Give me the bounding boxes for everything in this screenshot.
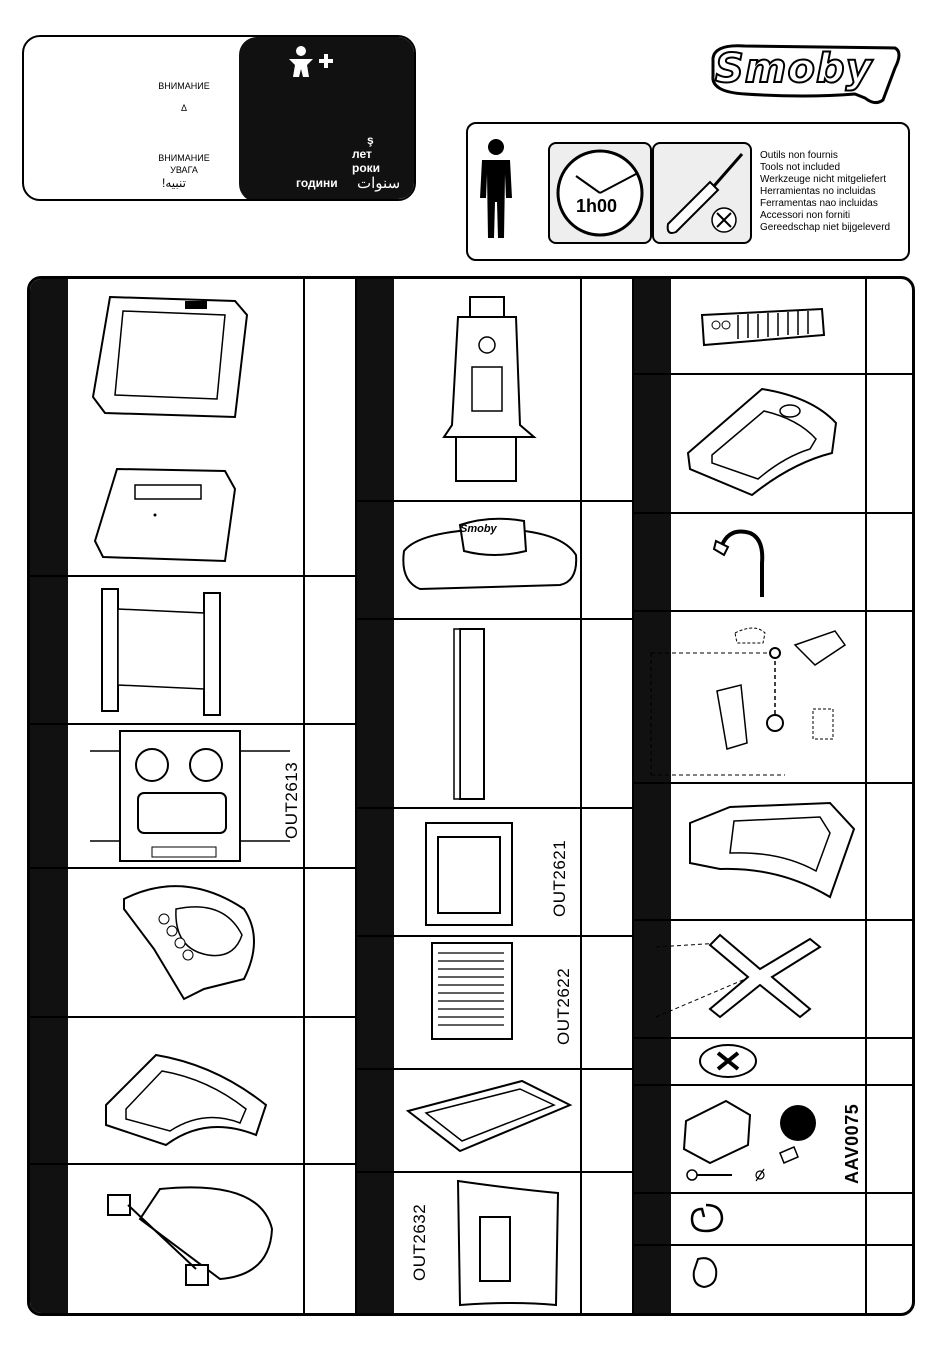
child-plus-icon [287, 45, 337, 79]
logo-text: Smoby [715, 46, 873, 92]
age-ar: سنوات [357, 174, 400, 192]
tools-line-nl: Gereedschap niet bijgeleverd [760, 222, 890, 234]
row-divider [30, 723, 356, 725]
part-code-out2632: OUT2632 [410, 1204, 430, 1281]
row-divider [633, 1084, 912, 1086]
number-strip-col1 [30, 279, 68, 1313]
row-divider [30, 867, 356, 869]
number-strip-col3 [633, 279, 671, 1313]
faucet-assembly-diagram [645, 615, 875, 779]
row-divider [30, 1163, 356, 1165]
part-stove-top [114, 879, 264, 1009]
row-divider [633, 1244, 912, 1246]
row-divider [633, 373, 912, 375]
row-divider [30, 1016, 356, 1018]
age-ua: роки [352, 161, 380, 175]
part-oven-panel [90, 731, 290, 861]
part-back-panel [430, 295, 540, 485]
row-divider [356, 618, 633, 620]
person-icon [476, 138, 516, 242]
part-oven-door-frame [422, 819, 522, 929]
smoby-logo: Smoby [705, 38, 905, 108]
age-ru: лет [352, 147, 372, 161]
tools-line-fr: Outils non fournis [760, 150, 890, 162]
part-bottom-plate [85, 461, 265, 571]
divider [632, 279, 634, 1313]
warning-text-ru: ВНИМАНИЕ [144, 81, 224, 91]
row-divider [633, 782, 912, 784]
row-divider [356, 935, 633, 937]
age-bg: години [296, 176, 338, 190]
tools-line-es: Herramientas no incluidas [760, 186, 890, 198]
part-drain-rack [698, 305, 828, 351]
tools-line-it: Accessori non forniti [760, 210, 890, 222]
part-knob [688, 1253, 724, 1293]
part-vertical-post [430, 625, 510, 805]
parts-list-grid: OUT2613 Smoby OUT2621 [27, 276, 915, 1316]
row-divider [633, 512, 912, 514]
warning-text-bg: ВНИМАНИЕ [139, 153, 229, 163]
assembly-info-box: 1h00 Outils non fournis Tools not includ… [466, 122, 910, 261]
divider [303, 279, 305, 1313]
part-half-shelf [100, 1179, 280, 1299]
part-sticker-dial [698, 1041, 758, 1081]
tools-not-included-list: Outils non fournis Tools not included We… [760, 150, 890, 234]
tools-line-en: Tools not included [760, 162, 890, 174]
part-tray [404, 1075, 574, 1161]
tools-line-pt: Ferramentas nao incluidas [760, 198, 890, 210]
warning-text-ua: УВАГА [139, 165, 229, 175]
part-sink [682, 383, 842, 503]
row-divider [633, 1192, 912, 1194]
clock-icon [550, 144, 650, 242]
divider [865, 279, 867, 1313]
part-base-frame [85, 287, 265, 427]
row-divider [633, 610, 912, 612]
warning-box: ВНИМАНИЕ Δ ВНИМАНИЕ УВАГА !تنبيه ş лет р… [22, 35, 416, 201]
part-code-aav0075: AAV0075 [842, 1104, 863, 1184]
row-divider [356, 500, 633, 502]
warning-symbol: Δ [144, 103, 224, 113]
part-code-out2622: OUT2622 [554, 968, 574, 1045]
lid-logo-text: Smoby [460, 523, 497, 535]
screwdriver-icon [654, 144, 750, 242]
assembly-time: 1h00 [576, 196, 617, 217]
number-strip-col2 [356, 279, 394, 1313]
age-symbol: ş [367, 133, 374, 147]
divider [580, 279, 582, 1313]
row-divider [633, 1037, 912, 1039]
warning-text-ar: !تنبيه [139, 176, 209, 190]
part-counter-frame [96, 1035, 276, 1155]
age-panel: ş лет роки години سنوات [239, 37, 416, 201]
part-faucet [710, 523, 780, 603]
screwdriver-panel [652, 142, 752, 244]
tools-line-de: Werkzeuge nicht mitgeliefert [760, 174, 890, 186]
row-divider [633, 919, 912, 921]
part-vent-grille [428, 939, 518, 1049]
divider [355, 279, 357, 1313]
part-electronic-module [676, 1091, 856, 1187]
row-divider [356, 1068, 633, 1070]
part-clip [686, 1201, 726, 1235]
part-code-out2621: OUT2621 [550, 840, 570, 917]
row-divider [356, 807, 633, 809]
row-divider [30, 575, 356, 577]
clock-panel: 1h00 [548, 142, 652, 244]
part-side-door [454, 1177, 564, 1309]
row-divider [356, 1171, 633, 1173]
part-cross-stand [650, 925, 850, 1025]
part-code-out2613: OUT2613 [282, 762, 302, 839]
part-corner-counter-frame [670, 793, 860, 907]
part-side-frame [92, 579, 232, 719]
